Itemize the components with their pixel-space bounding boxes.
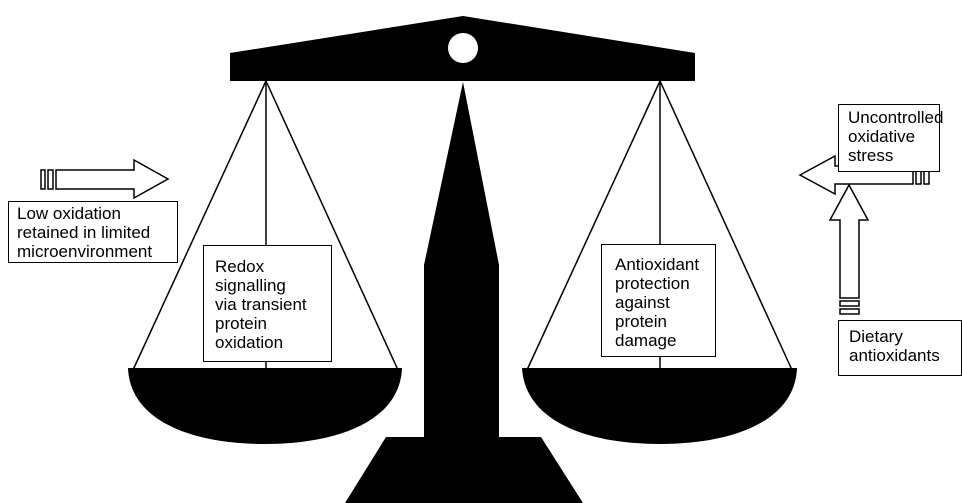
low-oxidation-line-2: retained in limited <box>17 223 151 242</box>
pivot-hole <box>448 33 478 63</box>
dietary-antioxidants-arrow <box>828 183 870 315</box>
scale-stand <box>345 82 583 503</box>
redox-line-4: protein <box>215 314 267 333</box>
redox-signalling-label: Redox signalling via transient protein o… <box>203 245 332 362</box>
uncontrolled-line-2: oxidative <box>848 127 916 146</box>
uncontrolled-line-1: Uncontrolled <box>848 108 944 127</box>
antioxidant-protection-label: Antioxidant protection against protein d… <box>601 244 716 357</box>
uncontrolled-stress-label: Uncontrolled oxidative stress <box>838 104 944 172</box>
redox-line-2: signalling <box>215 276 286 295</box>
antioxidant-line-4: protein <box>615 312 667 331</box>
low-oxidation-line-1: Low oxidation <box>17 204 121 223</box>
low-oxidation-arrow <box>40 158 170 200</box>
uncontrolled-line-3: stress <box>848 146 894 165</box>
redox-line-5: oxidation <box>215 333 284 352</box>
dietary-line-2: antioxidants <box>849 346 940 365</box>
redox-line-1: Redox <box>215 257 265 276</box>
antioxidant-line-1: Antioxidant <box>615 255 700 274</box>
antioxidant-line-3: against <box>615 293 670 312</box>
antioxidant-line-5: damage <box>615 331 677 350</box>
left-pan <box>128 368 402 444</box>
low-oxidation-line-3: microenvironment <box>17 242 153 261</box>
low-oxidation-label: Low oxidation retained in limited microe… <box>8 201 178 263</box>
antioxidant-line-2: protection <box>615 274 690 293</box>
dietary-antioxidants-label: Dietary antioxidants <box>838 320 962 376</box>
dietary-line-1: Dietary <box>849 327 903 346</box>
redox-line-3: via transient <box>215 295 307 314</box>
right-pan <box>522 368 797 444</box>
